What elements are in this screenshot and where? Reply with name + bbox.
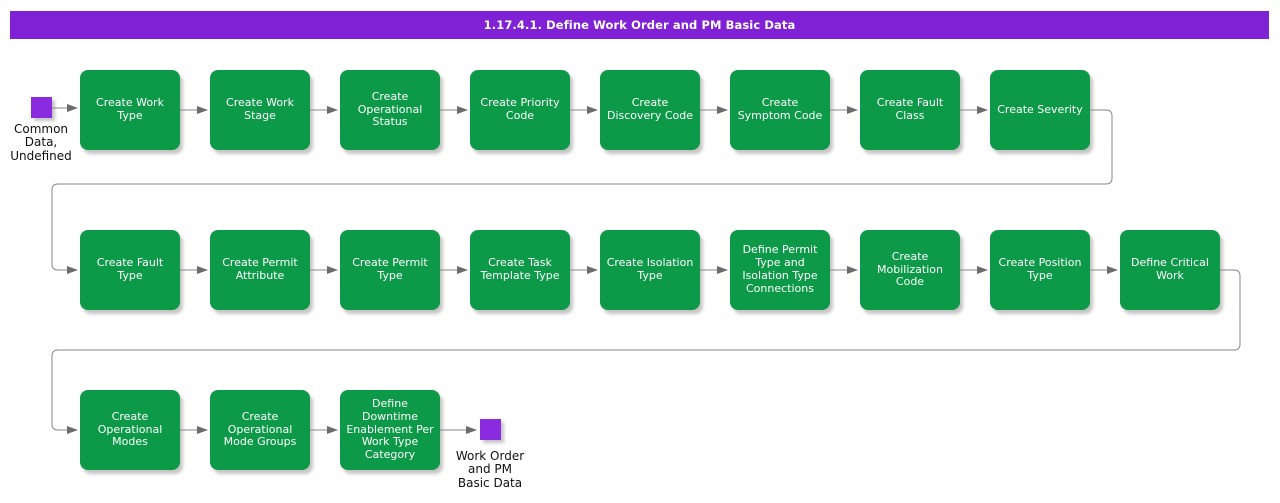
node-create-work-type[interactable]: Create Work Type — [80, 70, 180, 150]
flow-connector — [51, 269, 1241, 434]
node-define-downtime-enablement-per-work-type-category[interactable]: Define Downtime Enablement Per Work Type… — [340, 390, 440, 470]
node-create-fault-class[interactable]: Create Fault Class — [860, 70, 960, 150]
start-milestone[interactable] — [31, 97, 52, 118]
node-create-position-type[interactable]: Create Position Type — [990, 230, 1090, 310]
node-create-permit-attribute[interactable]: Create Permit Attribute — [210, 230, 310, 310]
node-create-permit-type[interactable]: Create Permit Type — [340, 230, 440, 310]
node-create-task-template-type[interactable]: Create Task Template Type — [470, 230, 570, 310]
node-create-operational-status[interactable]: Create Operational Status — [340, 70, 440, 150]
page-title: 1.17.4.1. Define Work Order and PM Basic… — [483, 18, 796, 32]
node-create-operational-modes[interactable]: Create Operational Modes — [80, 390, 180, 470]
node-create-discovery-code[interactable]: Create Discovery Code — [600, 70, 700, 150]
flow-connector — [51, 109, 1113, 274]
title-bar: 1.17.4.1. Define Work Order and PM Basic… — [10, 11, 1269, 39]
node-create-work-stage[interactable]: Create Work Stage — [210, 70, 310, 150]
node-create-severity[interactable]: Create Severity — [990, 70, 1090, 150]
node-create-symptom-code[interactable]: Create Symptom Code — [730, 70, 830, 150]
node-create-isolation-type[interactable]: Create Isolation Type — [600, 230, 700, 310]
end-milestone-label: Work Order and PM Basic Data — [455, 449, 525, 490]
start-milestone-label: Common Data, Undefined — [10, 122, 72, 163]
node-define-critical-work[interactable]: Define Critical Work — [1120, 230, 1220, 310]
node-create-operational-mode-groups[interactable]: Create Operational Mode Groups — [210, 390, 310, 470]
node-create-fault-type[interactable]: Create Fault Type — [80, 230, 180, 310]
node-create-priority-code[interactable]: Create Priority Code — [470, 70, 570, 150]
node-define-permit-type-and-isolation-type-connections[interactable]: Define Permit Type and Isolation Type Co… — [730, 230, 830, 310]
node-create-mobilization-code[interactable]: Create Mobilization Code — [860, 230, 960, 310]
end-milestone[interactable] — [480, 419, 501, 440]
